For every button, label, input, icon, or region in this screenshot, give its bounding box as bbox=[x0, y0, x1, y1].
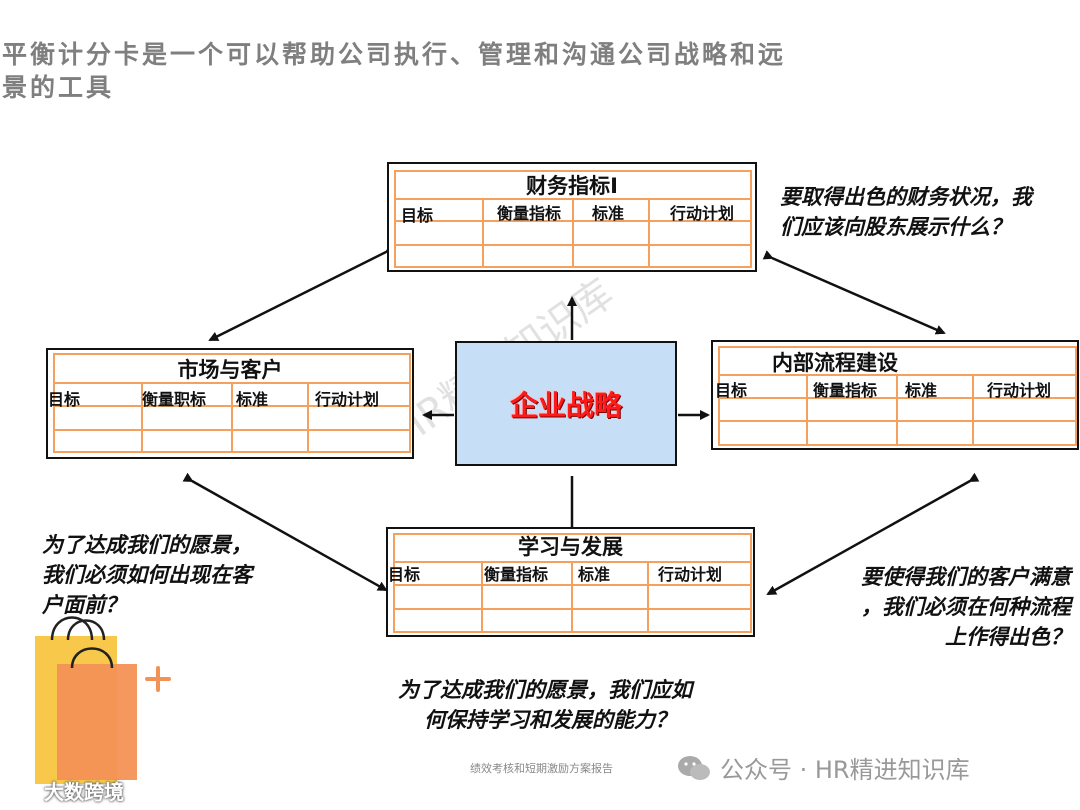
market-card: 市场与客户 目标 衡量职标 标准 行动计划 bbox=[46, 348, 414, 459]
page-title-line1: 平衡计分卡是一个可以帮助公司执行、管理和沟通公司战略和远 bbox=[2, 40, 787, 69]
process-header-standard: 标准 bbox=[905, 381, 938, 400]
corner-logo: 大数跨境 bbox=[8, 776, 124, 805]
learning-question: 为了达成我们的愿景，我们应如 何保持学习和发展的能力？ bbox=[398, 678, 692, 732]
process-header-action: 行动计划 bbox=[987, 381, 1052, 400]
page-title: 平衡计分卡是一个可以帮助公司执行、管理和沟通公司战略和远 景的工具 bbox=[2, 38, 902, 104]
market-header-goal: 目标 bbox=[48, 390, 81, 409]
market-header-standard: 标准 bbox=[236, 390, 269, 409]
process-card-title: 内部流程建设 bbox=[772, 351, 898, 375]
finance-header-action: 行动计划 bbox=[670, 204, 735, 223]
finance-card: 财务指标I 目标 衡量指标 标准 行动计划 bbox=[387, 162, 757, 272]
finance-header-goal: 目标 bbox=[401, 206, 434, 225]
learning-header-measure: 衡量指标 bbox=[484, 565, 549, 584]
footer-caption: 绩效考核和短期激励方案报告 bbox=[470, 762, 613, 775]
arrow-finance-process bbox=[762, 250, 946, 335]
process-header-measure: 衡量指标 bbox=[813, 381, 878, 400]
arrow-process-learning bbox=[766, 472, 980, 596]
wechat-account-tag: 公众号 · HR精进知识库 bbox=[676, 750, 970, 785]
market-header-measure: 衡量职标 bbox=[142, 390, 207, 409]
market-header-action: 行动计划 bbox=[315, 390, 380, 409]
learning-header-standard: 标准 bbox=[578, 565, 611, 584]
learning-card: 学习与发展 目标 衡量指标 标准 行动计划 bbox=[386, 527, 755, 637]
finance-header-standard: 标准 bbox=[592, 204, 625, 223]
market-question: 为了达成我们的愿景， 我们必须如何出现在客 户面前？ bbox=[42, 533, 252, 617]
finance-header-measure: 衡量指标 bbox=[497, 204, 562, 223]
finance-card-title: 财务指标I bbox=[526, 174, 618, 198]
arrow-finance-market bbox=[208, 243, 396, 342]
arrow-market-learning bbox=[182, 472, 388, 592]
page-title-line2: 景的工具 bbox=[2, 73, 115, 102]
market-card-title: 市场与客户 bbox=[177, 358, 283, 382]
strategy-center-label: 企业战略 bbox=[509, 388, 622, 422]
strategy-center-box: 企业战略 bbox=[455, 341, 677, 466]
finance-question: 要取得出色的财务状况，我 们应该向股东展示什么？ bbox=[780, 185, 1032, 239]
wechat-icon bbox=[678, 755, 710, 780]
infinity-logo-icon bbox=[10, 783, 38, 798]
learning-header-action: 行动计划 bbox=[658, 565, 723, 584]
learning-card-title: 学习与发展 bbox=[518, 535, 623, 559]
learning-header-goal: 目标 bbox=[388, 565, 421, 584]
process-header-goal: 目标 bbox=[715, 381, 748, 400]
process-question: 要使得我们的客户满意 ，我们必须在何种流程 上作得出色？ bbox=[861, 565, 1071, 649]
wechat-account-name: 公众号 · HR精进知识库 bbox=[720, 756, 970, 784]
process-card: 内部流程建设 目标 衡量指标 标准 行动计划 bbox=[711, 340, 1079, 450]
